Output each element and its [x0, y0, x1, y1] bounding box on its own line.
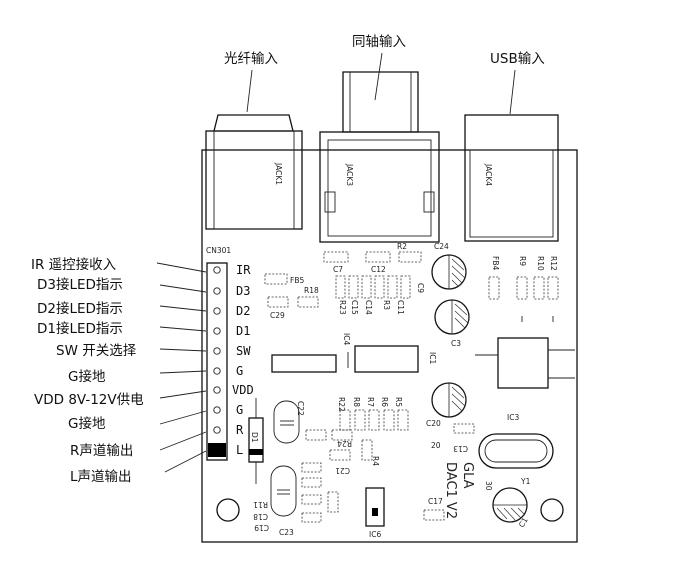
board-marking-gla: GLA — [460, 462, 475, 489]
pin-label-d2: D2 — [236, 304, 250, 318]
desc-d3: D3接LED指示 — [37, 276, 123, 293]
svg-text:IC1: IC1 — [428, 352, 437, 364]
pcb-outline — [201, 149, 578, 543]
svg-text:C12: C12 — [371, 265, 386, 274]
svg-text:C14: C14 — [364, 300, 373, 315]
board-marking-dac: DAC1 V2 — [443, 462, 458, 519]
desc-g1: G接地 — [68, 368, 106, 385]
svg-text:C23: C23 — [279, 528, 294, 537]
desc-ir: IR 遥控接收入 — [31, 256, 117, 273]
middle-components: IC3 C20 C13 R22 R8 R7 R6 R5 C22 D1 — [248, 337, 575, 486]
svg-text:R22: R22 — [337, 397, 346, 412]
pin-label-ir: IR — [236, 263, 251, 277]
pin-label-r: R — [236, 423, 244, 437]
svg-text:R7: R7 — [366, 397, 375, 407]
pin-label-d1: D1 — [236, 324, 250, 338]
jack4-usb-connector: JACK4 — [464, 114, 559, 242]
pin-10-square — [208, 443, 226, 457]
pin-label-sw: SW — [236, 344, 251, 358]
coaxial-arrow — [374, 52, 383, 101]
svg-text:C19: C19 — [254, 523, 269, 532]
optical-input-label: 光纤输入 — [224, 51, 278, 67]
svg-text:R18: R18 — [304, 286, 319, 295]
desc-r: R声道输出 — [70, 443, 133, 459]
desc-d1: D1接LED指示 — [37, 320, 123, 337]
svg-text:IC4: IC4 — [342, 333, 351, 345]
mount-hole-right — [540, 498, 564, 522]
pin-label-l: L — [236, 443, 243, 457]
pin-7 — [213, 386, 221, 394]
desc-d2: D2接LED指示 — [37, 300, 123, 317]
svg-text:C24: C24 — [434, 242, 449, 251]
svg-text:R3: R3 — [382, 300, 391, 310]
mount-hole-left — [216, 498, 240, 522]
jack1-label: JACK1 — [274, 162, 283, 185]
cn301-pins — [208, 266, 226, 457]
svg-text:FB4: FB4 — [491, 256, 500, 270]
svg-text:C29: C29 — [270, 311, 285, 320]
svg-text:FB5: FB5 — [290, 276, 304, 285]
cn301-label: CN301 — [206, 246, 231, 255]
svg-text:C3: C3 — [451, 339, 461, 348]
pin-3 — [213, 307, 221, 315]
pin-6 — [213, 367, 221, 375]
svg-text:Y1: Y1 — [520, 477, 531, 486]
pin-label-vdd: VDD — [232, 383, 254, 397]
svg-text:C20: C20 — [426, 419, 441, 428]
pin-2 — [213, 287, 221, 295]
svg-text:30: 30 — [484, 481, 493, 491]
optical-arrow — [246, 69, 253, 113]
svg-text:R2: R2 — [397, 242, 407, 251]
desc-vdd: VDD 8V-12V供电 — [34, 392, 144, 408]
jack3-coaxial-connector: JACK3 — [319, 71, 440, 243]
svg-text:C13: C13 — [453, 444, 468, 453]
svg-text:R11: R11 — [253, 500, 268, 509]
coaxial-input-label: 同轴输入 — [352, 34, 406, 50]
pin-label-g1: G — [236, 364, 243, 378]
pin-8 — [213, 406, 221, 414]
svg-text:R9: R9 — [518, 256, 527, 266]
svg-text:R12: R12 — [549, 256, 558, 271]
leader-lines — [156, 262, 207, 473]
svg-text:C1: C1 — [517, 516, 530, 529]
svg-text:R24: R24 — [337, 439, 352, 448]
desc-g2: G接地 — [68, 415, 106, 432]
pin-9 — [213, 426, 221, 434]
pin-label-g2: G — [236, 403, 243, 417]
svg-text:R5: R5 — [394, 397, 403, 407]
svg-text:C22: C22 — [296, 401, 305, 416]
svg-text:C11: C11 — [396, 300, 405, 315]
pin-5 — [213, 347, 221, 355]
svg-text:C7: C7 — [333, 265, 343, 274]
jack1-optical-connector: JACK1 — [205, 114, 303, 230]
bottom-components: R11 C18 C19 C23 C21 IC6 C17 C1 30 GLA DA… — [253, 462, 530, 539]
svg-text:C21: C21 — [335, 466, 350, 475]
pin-1 — [213, 266, 221, 274]
cn301-header — [206, 262, 228, 461]
usb-arrow — [509, 69, 516, 115]
jack3-label: JACK3 — [345, 163, 354, 186]
svg-text:C15: C15 — [350, 300, 359, 315]
svg-text:20: 20 — [431, 441, 441, 450]
svg-text:R8: R8 — [352, 397, 361, 407]
svg-text:C17: C17 — [428, 497, 443, 506]
svg-text:R4: R4 — [371, 456, 380, 466]
svg-text:IC6: IC6 — [369, 530, 381, 539]
svg-text:R23: R23 — [338, 300, 347, 315]
usb-input-label: USB输入 — [490, 51, 545, 67]
jack4-label: JACK4 — [484, 163, 493, 186]
svg-text:R10: R10 — [536, 256, 545, 271]
svg-text:R6: R6 — [380, 397, 389, 407]
svg-text:C18: C18 — [253, 512, 268, 521]
top-components: R2 C7 C12 FB5 R18 C29 C9 R23 C15 C14 R3 … — [264, 242, 559, 373]
svg-text:C9: C9 — [416, 283, 425, 293]
desc-l: L声道输出 — [70, 469, 132, 485]
svg-text:D1: D1 — [250, 432, 259, 443]
desc-sw: SW 开关选择 — [56, 343, 137, 359]
svg-text:IC3: IC3 — [507, 413, 519, 422]
pin-label-d3: D3 — [236, 284, 250, 298]
pin-4 — [213, 327, 221, 335]
